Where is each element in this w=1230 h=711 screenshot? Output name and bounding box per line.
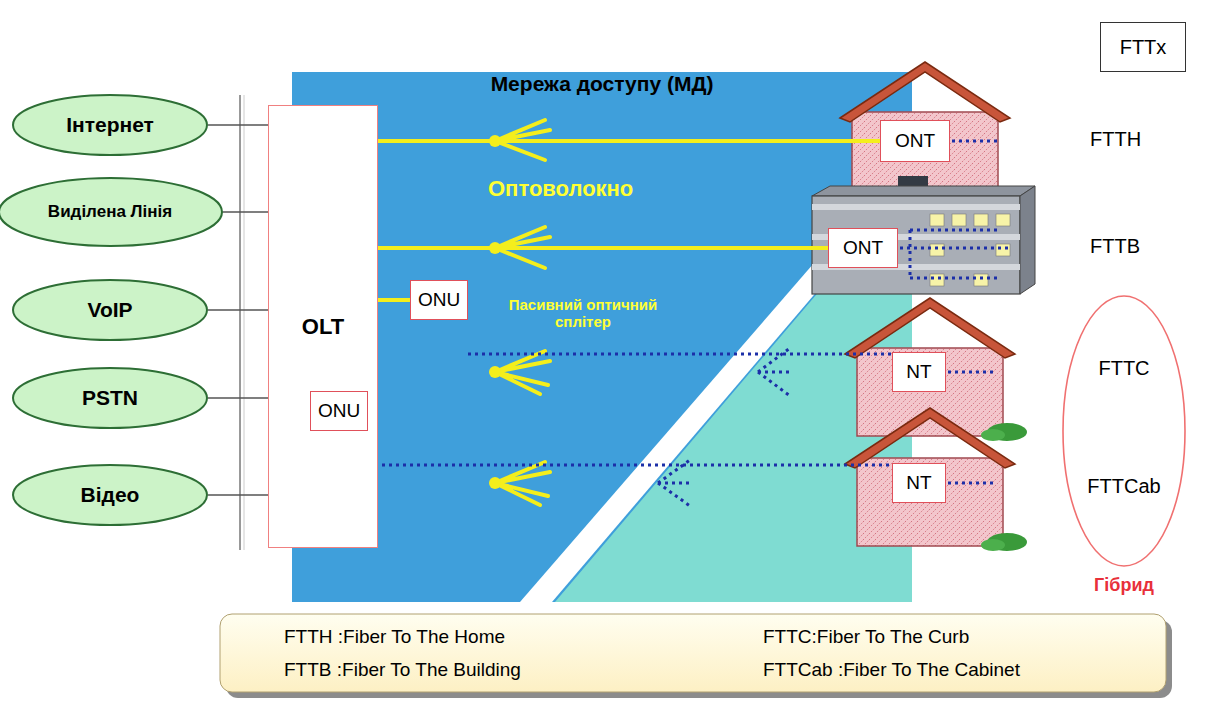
service-ellipse-text: PSTN [82,386,138,410]
fiber-link [378,298,410,302]
bus-line [244,95,245,550]
text-holder: ONU [311,392,367,430]
splitter-label: Пасивний оптичний сплітер [495,296,671,330]
house [840,62,1022,205]
service-link [208,494,268,496]
olt-box-text: OLT [302,314,344,340]
ont-box-text: ONT [843,237,883,259]
definitions-box: FTTH :Fiber To The Home FTTC:Fiber To The… [220,614,1166,692]
bus-line [239,95,241,550]
service-ellipse-shape [13,280,207,340]
text-holder: FTTCFTTCabГібрид [1062,295,1186,567]
hybrid-ellipse-text: FTTC [1098,357,1149,380]
in-house-wiring [658,141,1012,506]
service-ellipse: PSTN [12,367,208,429]
definitions-box-text: FTTB :Fiber To The Building [234,659,673,681]
copper-link [368,464,892,467]
text-holder: Відео [12,464,208,526]
text-holder: ONU [411,281,467,319]
onu-box: ONU [310,391,368,431]
text-holder: NT [893,464,945,502]
service-link [223,211,269,213]
text-holder: FTTx [1101,23,1185,71]
definitions-box-text: FTTCab :Fiber To The Cabinet [713,659,1152,681]
office-building [812,176,1035,294]
service-link [208,309,268,311]
service-ellipse-shape [13,465,207,525]
text-holder: OLT [269,106,377,547]
text-holder: VoIP [12,279,208,341]
definitions-box-text: FTTH :Fiber To The Home [234,626,673,648]
fttx-box-text: FTTx [1120,36,1167,59]
definitions-box-text: FTTC:Fiber To The Curb [713,626,1152,648]
text-holder: ONT [829,229,897,267]
service-ellipse-text: Інтернет [66,113,154,137]
olt-box: OLT [268,105,378,548]
ont-box: ONT [880,120,950,162]
text-holder: Мережа доступу (МД) [292,72,912,602]
service-ellipse: Інтернет [12,94,208,156]
service-link [208,397,268,399]
hybrid-ellipse-text: Гібрид [1094,575,1154,596]
service-link [208,124,268,126]
fiber-link [378,139,880,143]
nt-box-text: NT [906,472,931,494]
onu-box-text: ONU [418,289,460,311]
text-holder: Виділена Лінія [0,177,223,247]
access-network-region-text: Мережа доступу (МД) [491,72,714,96]
fttx-type-label: FTTH [1090,128,1141,151]
text-holder: Інтернет [12,94,208,156]
text-holder: PSTN [12,367,208,429]
house [845,408,1027,551]
text-holder: ONT [881,121,949,161]
nt-box: NT [892,352,946,392]
fiber-label: Оптоволокно [488,176,633,202]
hybrid-ellipse-outline [1062,295,1186,567]
hybrid-ellipse: FTTCFTTCabГібрид [1062,295,1186,567]
service-ellipse-shape [13,95,207,155]
service-ellipse: Відео [12,464,208,526]
fttx-type-label: FTTB [1090,235,1140,258]
service-ellipse-shape [13,368,207,428]
nt-box: NT [892,463,946,503]
service-ellipse: VoIP [12,279,208,341]
access-network-area [292,72,912,602]
service-ellipse: Виділена Лінія [0,177,223,247]
hybrid-ellipse-shape [1063,296,1185,566]
copper-link [468,353,892,356]
service-ellipse-shape [0,178,222,246]
text-holder: NT [893,353,945,391]
fttx-box: FTTx [1100,22,1186,72]
nt-box-text: NT [906,361,931,383]
access-network-region: Мережа доступу (МД) [292,72,912,602]
hybrid-ellipse-text: FTTCab [1087,475,1160,498]
ont-box-text: ONT [895,130,935,152]
ont-box: ONT [828,228,898,268]
service-ellipse-text: VoIP [87,298,132,322]
service-ellipse-text: Відео [81,483,140,507]
fiber-link [378,246,828,250]
onu-box: ONU [410,280,468,320]
service-ellipse-text: Виділена Лінія [48,202,172,222]
text-holder: FTTH :Fiber To The Home FTTC:Fiber To The… [220,614,1166,692]
onu-box-text: ONU [318,400,360,422]
definitions-panel [220,614,1166,692]
